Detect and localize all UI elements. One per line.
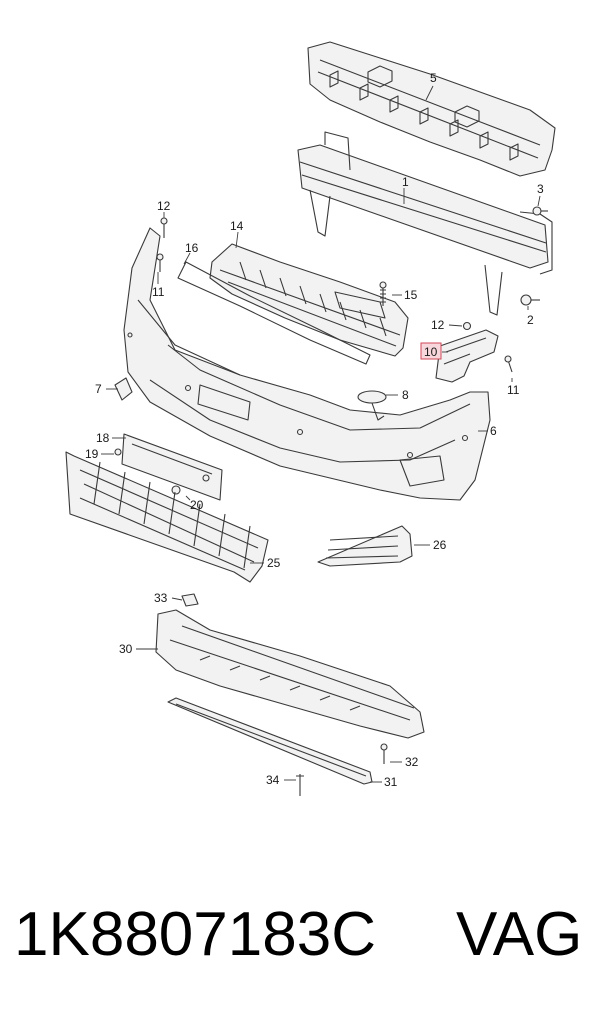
part-7-cover-cap xyxy=(114,377,133,401)
callout-7: 7 xyxy=(95,382,102,396)
callout-1: 1 xyxy=(402,175,409,189)
part-10-mounting-bracket xyxy=(435,329,499,383)
callout-32: 32 xyxy=(405,755,419,769)
screw-11-right-icon xyxy=(504,355,513,373)
callout-19: 19 xyxy=(85,447,99,461)
part-6-bumper-cover xyxy=(123,227,491,501)
callout-10: 10 xyxy=(424,345,438,359)
screw-15-icon xyxy=(379,281,387,306)
part-18-license-plate-bracket xyxy=(121,433,223,501)
callout-11-right: 11 xyxy=(507,383,520,397)
screw-32-icon xyxy=(380,743,388,764)
clip-34-icon xyxy=(296,774,304,796)
callout-12-left: 12 xyxy=(157,199,171,213)
callout-34: 34 xyxy=(266,773,280,787)
brand-label: VAG xyxy=(456,900,583,969)
callout-10-highlight xyxy=(420,342,442,360)
callout-8: 8 xyxy=(402,388,409,402)
part-14-upper-grille xyxy=(209,243,409,357)
screw-12-left-icon xyxy=(160,217,168,238)
callout-20: 20 xyxy=(190,498,204,512)
bolt-2-icon xyxy=(520,294,540,306)
part-26-side-grille xyxy=(317,525,413,567)
callout-14: 14 xyxy=(230,219,244,233)
callout-6: 6 xyxy=(490,424,497,438)
clip-33-icon xyxy=(181,593,199,607)
bolt-3-icon xyxy=(532,206,548,216)
callout-18: 18 xyxy=(96,431,110,445)
exploded-parts-diagram: 5 1 3 12 11 14 16 15 2 12 10 11 7 8 6 18… xyxy=(65,41,556,796)
screw-11-left-icon xyxy=(156,253,164,272)
callout-31: 31 xyxy=(384,775,398,789)
part-1-bumper-beam xyxy=(297,131,553,316)
part-16-trim-strip xyxy=(177,261,371,365)
callout-33: 33 xyxy=(154,591,168,605)
callout-11-left: 11 xyxy=(152,285,165,299)
callout-16: 16 xyxy=(185,241,199,255)
part-31-spoiler-strip xyxy=(167,697,373,785)
callout-26: 26 xyxy=(433,538,447,552)
callout-5: 5 xyxy=(430,71,437,85)
callout-3: 3 xyxy=(537,182,544,196)
callout-25: 25 xyxy=(267,556,281,570)
part-number: 1K8807183C xyxy=(14,900,376,969)
callout-30: 30 xyxy=(119,642,133,656)
screw-19-icon xyxy=(114,448,122,456)
part-8-tow-eye-cap xyxy=(357,390,387,421)
footer-caption: 1K8807183C VAG xyxy=(0,890,600,980)
screw-12-right-icon xyxy=(462,321,472,331)
callout-labels: 5 1 3 12 11 14 16 15 2 12 10 11 7 8 6 18… xyxy=(85,71,544,789)
leader-lines xyxy=(101,85,541,783)
callout-12-right: 12 xyxy=(431,318,445,332)
part-30-underbody-panel xyxy=(155,609,425,739)
callout-15: 15 xyxy=(404,288,418,302)
part-25-lower-grille xyxy=(65,451,269,583)
screw-20-icon xyxy=(171,474,210,495)
callout-2: 2 xyxy=(527,313,534,327)
part-5-impact-absorber xyxy=(307,41,556,177)
